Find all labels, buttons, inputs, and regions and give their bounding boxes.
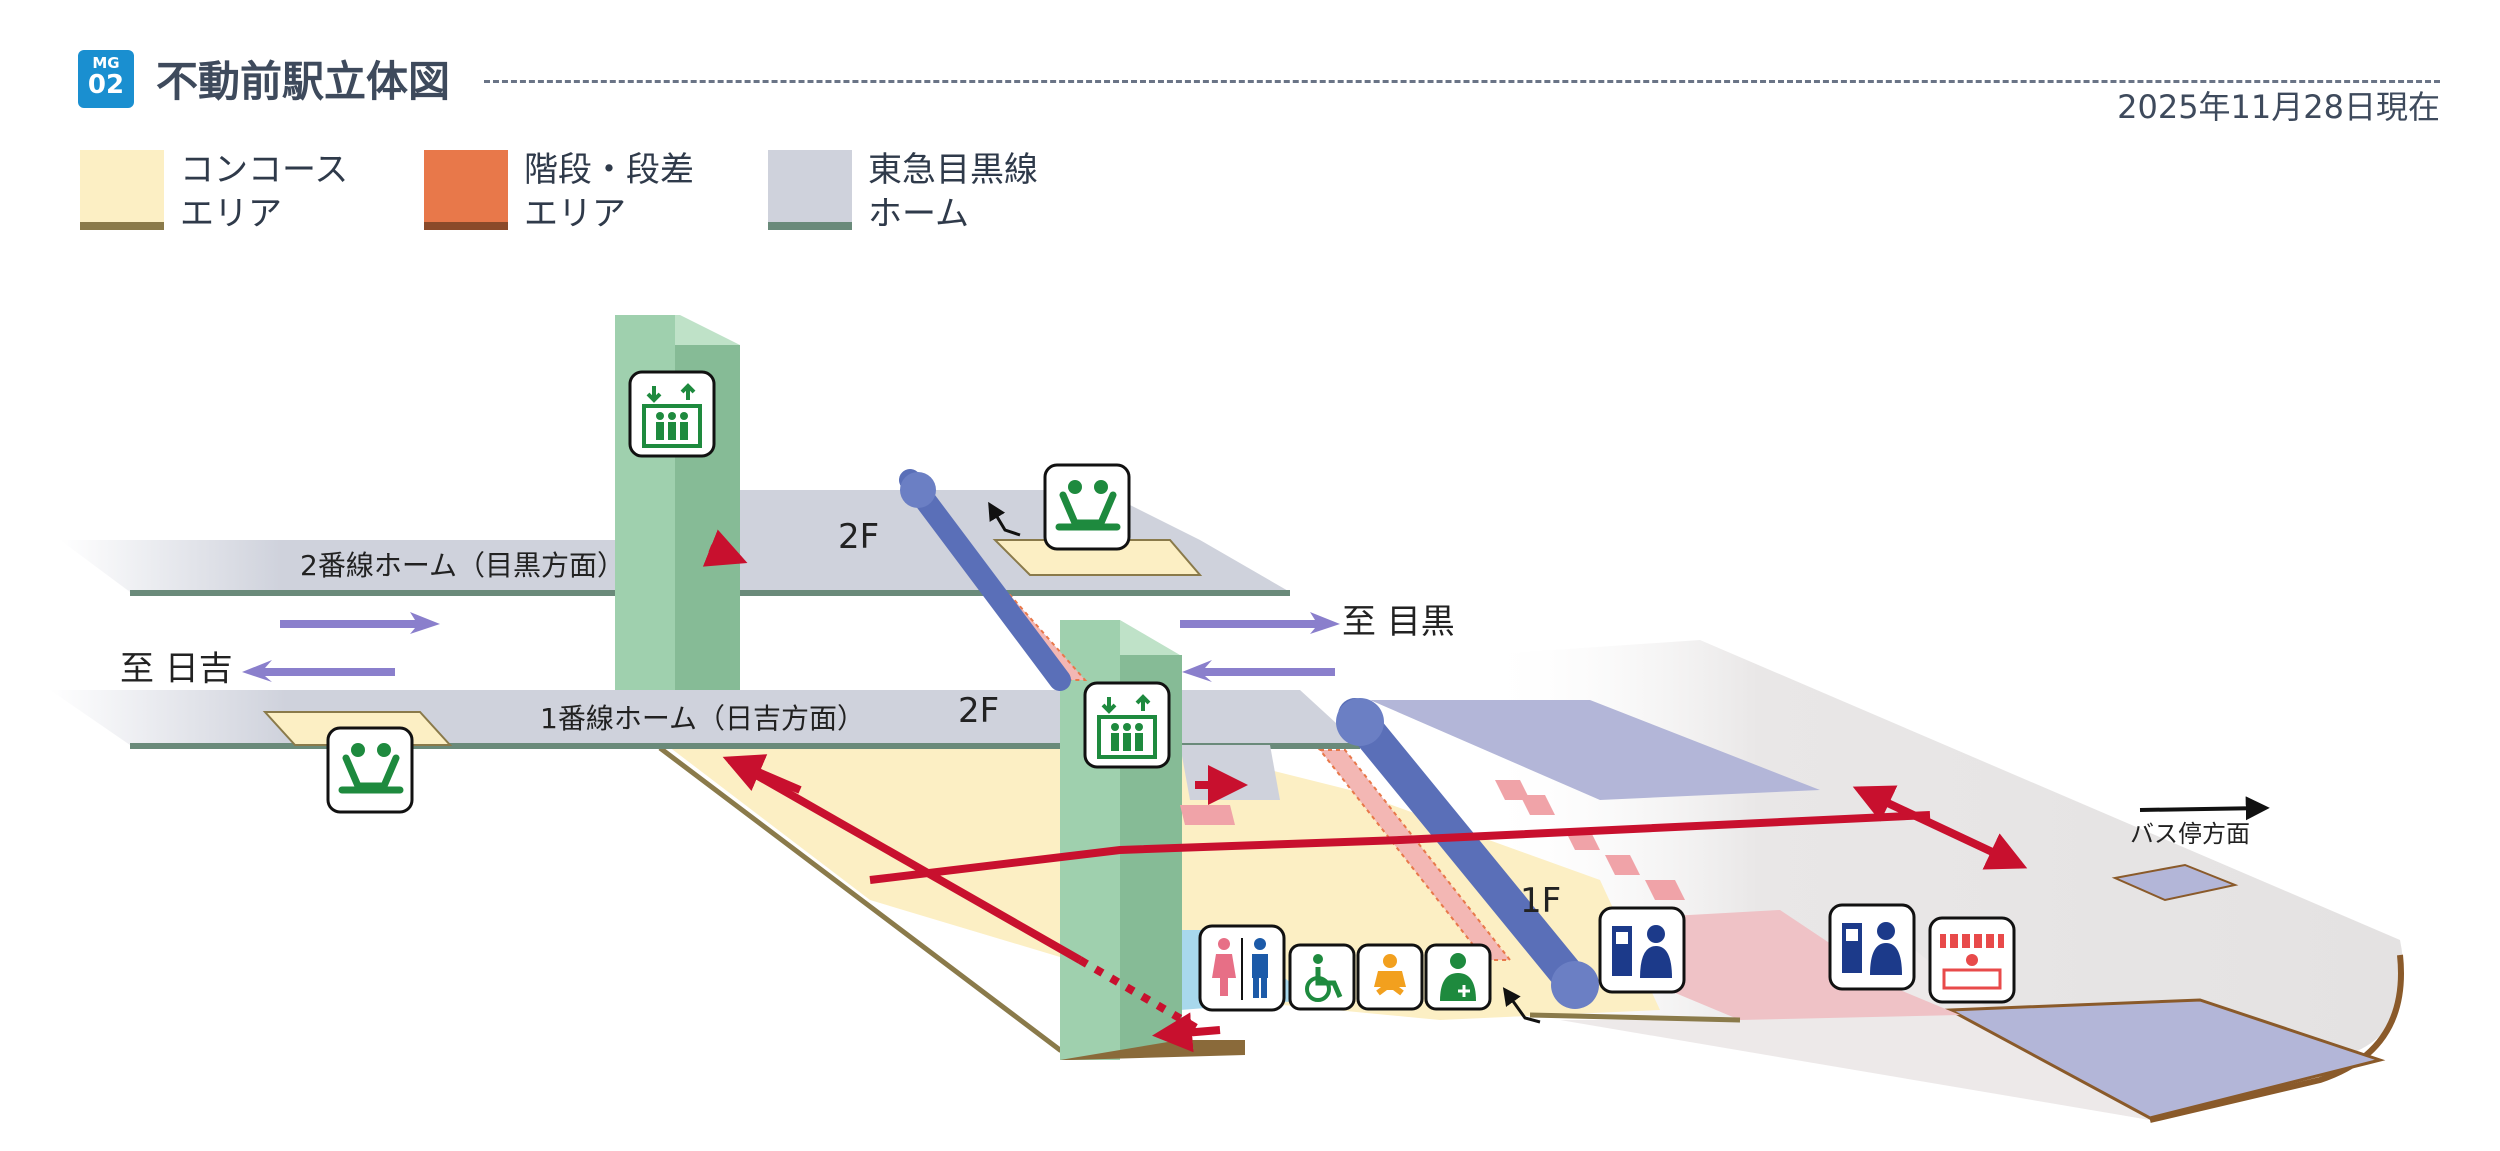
escalator-upper-head: [900, 472, 936, 508]
platform-2-upper: [740, 490, 1200, 540]
route-arrow-platform2: [702, 529, 748, 567]
route-bus-stop: [1852, 785, 2028, 870]
pointer-arrows: [988, 501, 2270, 1024]
legend-label-concourse: コンコース エリア: [180, 150, 349, 234]
route-diagonal-left: [728, 756, 1082, 964]
waiting-bench-icon: [326, 726, 414, 814]
steps-2: [1520, 795, 1555, 815]
ticket-machine-icon: [1598, 906, 1686, 994]
baby-care-icon: [1356, 943, 1424, 1011]
steps-5: [1645, 880, 1685, 900]
line-code: MG: [92, 54, 120, 72]
map-labels: 2番線ホーム（目黒方面） 1番線ホーム（日吉方面） 2F 2F 1F 至 目黒 …: [120, 517, 2250, 921]
pointer-upper: [988, 501, 1021, 537]
legend-label-stairs: 階段・段差 エリア: [524, 150, 694, 234]
arrow-to-meguro-right: [1180, 612, 1340, 634]
train-direction-arrows: [242, 612, 1340, 682]
page-title: 不動前駅立体図: [156, 57, 451, 106]
waiting-bench-icon: [1043, 463, 1131, 551]
as-of-date: 2025年11月28日現在: [2117, 88, 2440, 126]
legend-swatch-concourse: [80, 150, 164, 230]
pointer-bus: [2139, 796, 2270, 821]
pink-area: [1600, 910, 1960, 1020]
accessible-routes: [702, 529, 2028, 1053]
pointer-lower: [1502, 987, 1541, 1024]
station-number: 02: [87, 70, 125, 100]
legend-item-platform: 東急目黒線 ホーム: [768, 148, 1088, 238]
legend-swatch-stairs: [424, 150, 508, 230]
steps-6: [1180, 805, 1235, 825]
legend-label-platform: 東急目黒線 ホーム: [868, 150, 1038, 234]
shop-icon: [1928, 916, 2016, 1004]
ticket-machine-icon: [1828, 903, 1916, 991]
legend: コンコース エリア 階段・段差 エリア 東急目黒線 ホーム: [80, 148, 1180, 238]
facility-icons: [326, 370, 2016, 1012]
lower-station-floor: [1944, 998, 2386, 1120]
ostomy-icon: [1424, 943, 1492, 1011]
restroom-icon: [1198, 924, 1286, 1012]
elevator-icon: [1083, 681, 1171, 769]
bus-stop-pad: [2111, 863, 2239, 902]
label-floor-2f-lower: 2F: [958, 691, 999, 731]
wheelchair-icon: [1288, 943, 1356, 1011]
label-to-hiyoshi: 至 日吉: [120, 649, 233, 689]
escalator-lower: [1338, 698, 1597, 1007]
label-bus-direction: バス停方面: [2130, 820, 2250, 848]
mid-platform: [1180, 745, 1280, 800]
ground-level: [1370, 640, 2404, 1123]
header: MG 02 不動前駅立体図 2025年11月28日現在: [78, 46, 2458, 126]
ground-plaza-edge: [2149, 954, 2404, 1123]
label-to-meguro: 至 目黒: [1342, 602, 1455, 642]
arrow-to-hiyoshi-upper: [242, 660, 395, 682]
label-platform-1: 1番線ホーム（日吉方面）: [540, 702, 865, 735]
legend-swatch-platform: [768, 150, 852, 230]
escalator-upper: [899, 469, 1071, 691]
ground-floor-1f: [1540, 930, 2150, 1120]
escalator-lower-head: [1336, 698, 1384, 746]
route-main-horizontal: [869, 811, 1931, 884]
line-badge: MG 02: [78, 50, 134, 108]
route-arrow-bottom: [1152, 1012, 1221, 1053]
arrow-to-hiyoshi-right: [1182, 660, 1335, 682]
legend-item-concourse: コンコース エリア: [80, 148, 400, 238]
stairs-lower: [1317, 749, 1513, 961]
label-floor-1f: 1F: [1520, 881, 1561, 921]
escalator-lower-foot: [1551, 961, 1599, 1009]
escalators: [899, 469, 1599, 1009]
upper-station-floor: [1370, 700, 1820, 800]
route-arrow-up-left: [722, 754, 802, 794]
legend-item-stairs: 階段・段差 エリア: [424, 148, 744, 238]
elevator-icon: [628, 370, 716, 458]
label-floor-2f-upper: 2F: [838, 517, 879, 557]
steps-4: [1605, 855, 1640, 875]
arrow-to-meguro-upper: [280, 612, 440, 634]
label-platform-2: 2番線ホーム（目黒方面）: [300, 549, 625, 582]
header-rule: [484, 80, 2440, 83]
